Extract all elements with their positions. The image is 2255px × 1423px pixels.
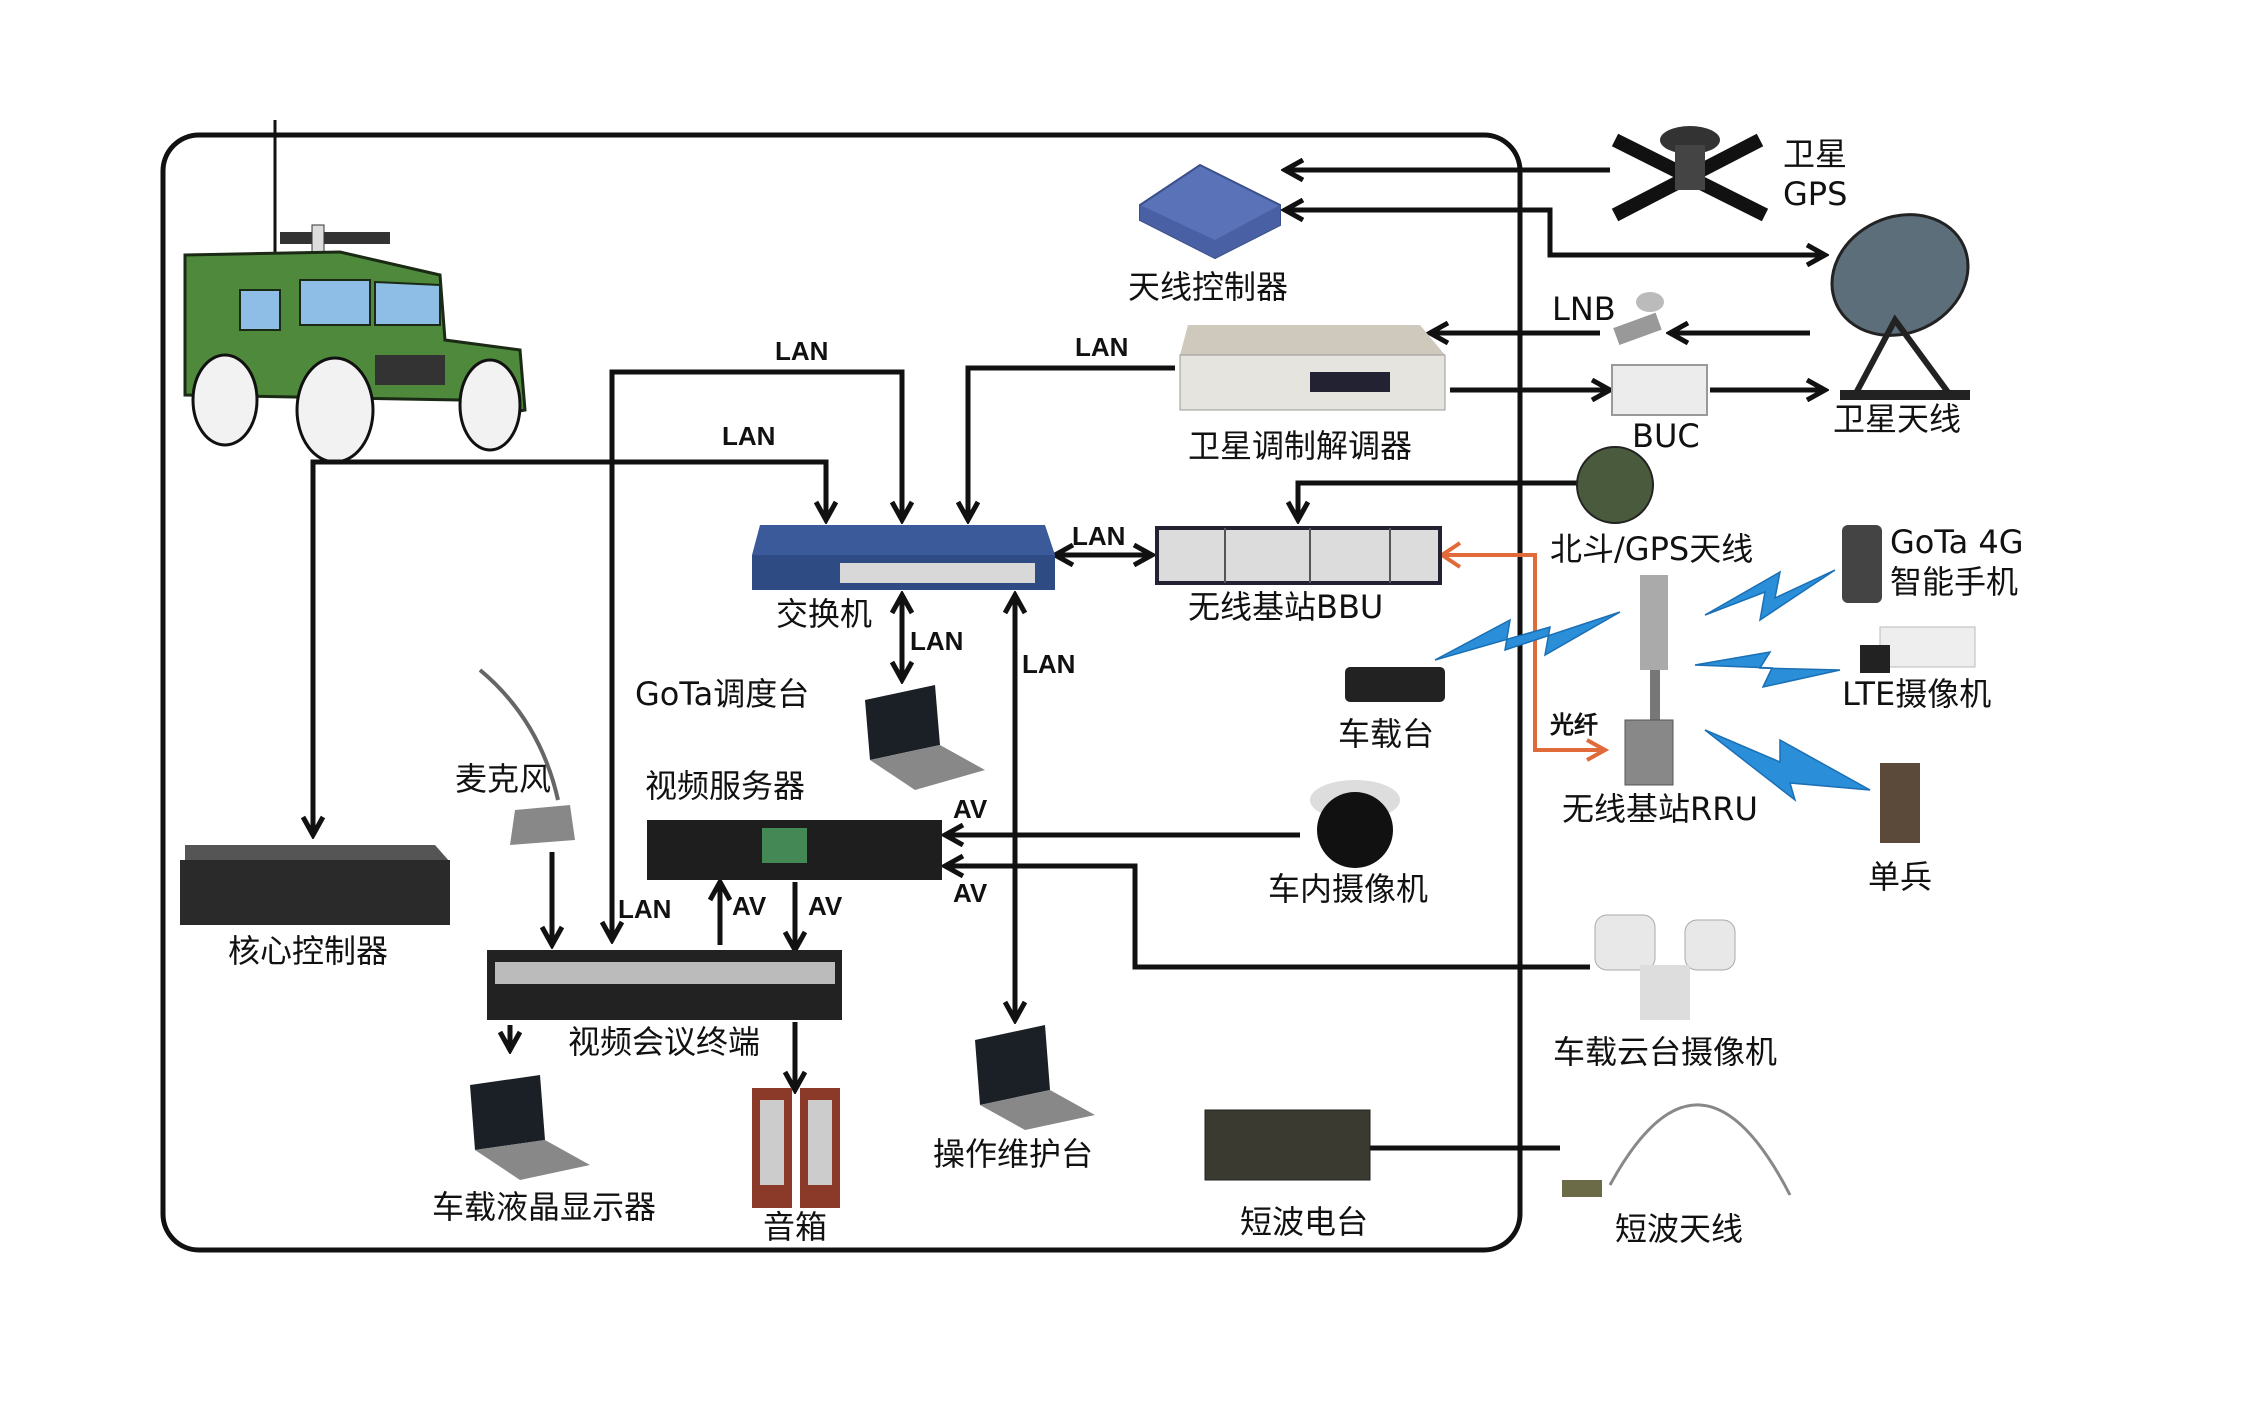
antenna-controller-icon: [1139, 163, 1281, 260]
ops-console-laptop-icon: [975, 1025, 1095, 1130]
dome-camera-icon: [1310, 780, 1400, 868]
gota-console-laptop-icon: [865, 685, 985, 790]
wire-antenna-to-controller: [1285, 210, 1825, 255]
link-label-lan-switch-ops: LAN: [1022, 649, 1075, 679]
wire-modem-to-switch: [968, 365, 1175, 520]
label-microphone: 麦克风: [455, 760, 551, 798]
wireless-link-soldier: [1704, 729, 1871, 803]
network-switch-icon: [752, 525, 1055, 590]
label-ptz-camera: 车载云台摄像机: [1553, 1033, 1777, 1071]
link-label-lan-conf: LAN: [618, 894, 671, 924]
video-server-screen: [762, 828, 807, 863]
wireless-link-lte-camera: [1694, 650, 1841, 689]
link-label-lan-core-switch: LAN: [722, 421, 775, 451]
label-video-server: 视频服务器: [645, 767, 805, 805]
vehicle-boundary: [160, 132, 1523, 1253]
label-vehicle-radio: 车载台: [1338, 715, 1434, 753]
fiber-bbu-to-rru: [1440, 553, 1605, 750]
link-label-lan-conf-switch: LAN: [775, 336, 828, 366]
label-soldier: 单兵: [1868, 858, 1932, 896]
bbu-icon: [1155, 526, 1442, 585]
label-ops-console: 操作维护台: [933, 1135, 1093, 1173]
label-speakers: 音箱: [763, 1208, 827, 1246]
link-label-lan-modem-switch: LAN: [1075, 332, 1128, 362]
link-label-av-incam: AV: [953, 794, 988, 824]
label-switch: 交换机: [776, 595, 872, 633]
wire-ptz-to-server: [945, 866, 1590, 970]
label-gota-console: GoTa调度台: [635, 675, 809, 713]
satellite-icon: [1611, 126, 1769, 222]
microphone-icon: [478, 668, 575, 845]
hf-antenna-icon: [1562, 1103, 1792, 1197]
hf-radio-icon: [1204, 1109, 1371, 1181]
label-lcd-display: 车载液晶显示器: [432, 1188, 656, 1226]
satellite-modem-icon: [1179, 325, 1446, 411]
buc-icon: [1611, 364, 1708, 416]
label-satellite-antenna: 卫星天线: [1833, 400, 1961, 438]
label-lte-camera: LTE摄像机: [1842, 675, 1991, 713]
label-satellite-line2: GPS: [1783, 175, 1847, 213]
label-in-vehicle-camera: 车内摄像机: [1268, 870, 1428, 908]
label-hf-antenna: 短波天线: [1615, 1210, 1743, 1248]
wireless-link-vehicle-radio: [1434, 611, 1621, 661]
link-label-lan-switch-bbu: LAN: [1072, 521, 1125, 551]
label-satellite-line1: 卫星: [1783, 135, 1847, 173]
vehicle-radio-icon: [1345, 667, 1445, 702]
label-antenna-controller: 天线控制器: [1128, 268, 1288, 306]
smartphone-icon: [1842, 525, 1882, 603]
lcd-display-laptop-icon: [470, 1075, 590, 1180]
ptz-camera-icon: [1594, 914, 1736, 1020]
label-gota-phone-line1: GoTa 4G: [1890, 523, 2024, 561]
speakers-icon: [752, 1088, 840, 1208]
link-label-av-down: AV: [808, 891, 843, 921]
label-core-controller: 核心控制器: [228, 932, 388, 970]
label-buc: BUC: [1632, 417, 1700, 455]
video-conference-terminal-icon: [487, 950, 842, 1020]
wire-core-to-switch: [313, 459, 826, 835]
core-controller-icon: [180, 845, 450, 925]
beidou-antenna-icon: [1576, 446, 1654, 524]
link-label-av-ptz: AV: [953, 878, 988, 908]
label-bbu: 无线基站BBU: [1188, 588, 1383, 626]
label-video-conf-terminal: 视频会议终端: [568, 1023, 760, 1061]
label-beidou-gps: 北斗/GPS天线: [1550, 530, 1753, 568]
label-rru: 无线基站RRU: [1562, 790, 1758, 828]
link-label-lan-switch-gota: LAN: [910, 626, 963, 656]
label-lnb: LNB: [1552, 290, 1616, 328]
link-label-fiber: 光纤: [1549, 711, 1598, 739]
label-satellite-modem: 卫星调制解调器: [1188, 427, 1412, 465]
rru-icon: [1624, 575, 1674, 786]
satellite-dish-icon: [1830, 213, 1970, 400]
lte-camera-icon: [1860, 626, 1976, 673]
military-vehicle-icon: [183, 224, 527, 464]
lnb-icon: [1613, 292, 1664, 345]
label-gota-phone-line2: 智能手机: [1890, 563, 2018, 601]
link-label-av-up: AV: [732, 891, 767, 921]
wire-beidou-to-bbu: [1298, 480, 1578, 520]
soldier-icon: [1880, 763, 1920, 843]
wireless-link-phone: [1704, 569, 1836, 622]
label-hf-radio: 短波电台: [1240, 1203, 1368, 1241]
